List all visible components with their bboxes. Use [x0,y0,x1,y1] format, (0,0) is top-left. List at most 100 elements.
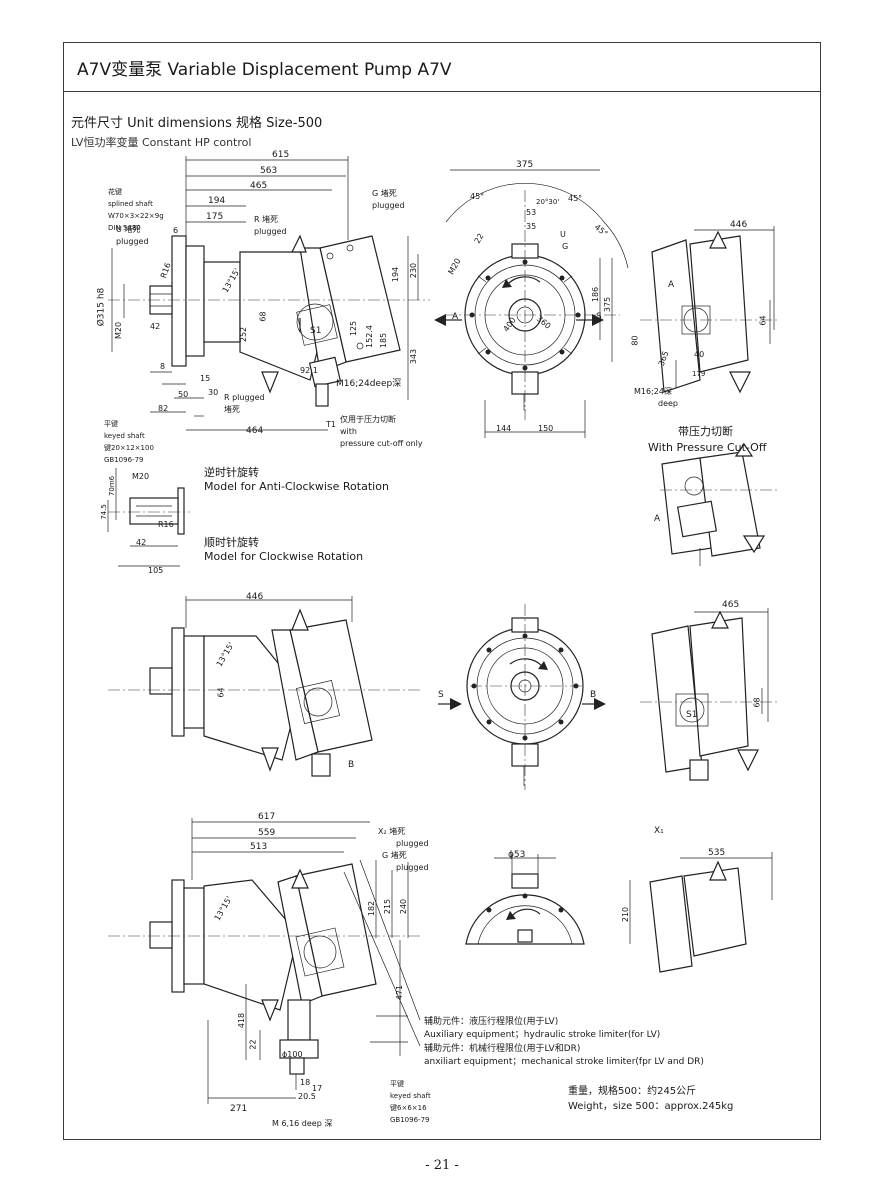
r2-right-s1: S1 [686,710,698,720]
dim-15: 15 [200,374,211,383]
header-bar: A7V变量泵 Variable Displacement Pump A7V [64,43,820,92]
r2-right-dim-68: 68 [752,697,762,708]
v3-a: A [668,280,675,290]
v2-s: S [596,312,602,322]
keyed-shaft-view [107,468,190,567]
page-title: A7V变量泵 Variable Displacement Pump A7V [77,60,452,80]
r2-right-dim-465: 465 [722,600,740,610]
row3-right-view [629,852,773,973]
page-frame: A7V变量泵 Variable Displacement Pump A7V [63,42,821,1140]
v2-dim-150: 150 [538,424,554,433]
r3-dim-617: 617 [258,812,276,822]
dim-8: 8 [160,362,166,371]
port-r-top-label: R 堵死 plugged [254,215,287,236]
dim-175: 175 [206,212,224,222]
t1-label: T1 [326,420,336,429]
v2-dim-186: 186 [591,286,601,303]
keyed-shaft-label: 平键 keyed shaft 键20×12×100 GB1096-79 [104,420,154,464]
m20-label: M20 [114,321,124,340]
port-g-label: G 堵死 plugged [372,189,405,210]
anti-clockwise-cn: 逆时针旋转 [204,466,259,479]
t1-note: 仅用于压力切断 with pressure cut-off only [340,415,423,448]
r2-mid-b: B [590,690,597,700]
port-r-bottom-label: R plugged 堵死 [224,393,265,414]
r3-dim-17: 17 [312,1084,323,1093]
dia-315-label: Ø315 h8 [96,287,107,327]
clockwise-en: Model for Clockwise Rotation [204,550,364,563]
keyed-dim-42: 42 [136,538,147,547]
dim-464: 464 [246,426,264,436]
dim-50: 50 [178,390,189,399]
row2-left-view [108,596,420,777]
dim-185: 185 [379,332,389,349]
v3-m16: M16;24深 deep [634,387,678,408]
r3-dim-phi100: ϕ100 [282,1050,303,1059]
aux2-en: anxiliart equipment；mechanical stroke li… [424,1057,704,1067]
v2-dim-375-b: 375 [603,296,613,313]
dim-30: 30 [208,388,219,397]
r3-dim-513: 513 [250,842,268,852]
v3-dim-40: 40 [694,350,705,359]
aux2-cn: 辅助元件：机械行程限位(用于LV和DR) [424,1044,581,1054]
aux2-leader [343,871,421,1047]
r3-dim-182: 182 [367,900,377,917]
v2-a: A [452,312,459,322]
dim-563: 563 [260,166,278,176]
dim-343: 343 [409,348,419,365]
row3-mid-view [465,854,585,945]
cutoff-title: 带压力切断 With Pressure Cut-Off [648,425,767,454]
r3-dim-18: 18 [300,1078,311,1087]
clockwise-cn: 顺时针旋转 [204,536,259,549]
dim-252: 252 [239,326,249,343]
v2-angle-20-30: 20°30' [536,198,560,206]
keyed-r16: R16 [158,520,174,529]
v2-dim-53: 53 [526,208,537,217]
r3-right-dim-535: 535 [708,848,726,858]
row2-mid-view [438,604,606,790]
dim-125: 125 [349,320,359,337]
r3-dim-559: 559 [258,828,276,838]
v2-dim-35: 35 [526,222,537,231]
r2-left-dim-64: 64 [216,687,226,698]
v3-dim-179: 179 [692,370,706,378]
dim-42: 42 [150,322,161,331]
dim-70m6: 70m6 [108,475,117,497]
page-number: - 21 - [425,1158,459,1173]
port-u-label: U 堵死 plugged [116,225,149,246]
r2-left-b: B [348,760,355,770]
aux1-leader [359,859,421,1021]
dim-230: 230 [409,262,419,279]
view3-pump-side-right [640,226,780,394]
section-heading: 元件尺寸 Unit dimensions 规格 Size-500 [71,116,323,131]
view2-pump-front [434,169,629,438]
dim-194: 194 [208,196,226,206]
dim-615: 615 [272,150,290,160]
aux1-cn: 辅助元件：液压行程限位(用于LV) [424,1017,559,1027]
section-subheading: LV恒功率变量 Constant HP control [71,136,252,149]
v2-port-g: G [562,242,569,251]
row2-right-view [640,608,780,781]
splined-shaft-label: 花键 splined shaft W70×3×22×9g DIN 5480 [108,188,164,232]
keyed-m20: M20 [132,472,150,481]
aux1-en: Auxiliary equipment；hydraulic stroke lim… [424,1030,661,1040]
r3-dim-20-5: 20.5 [298,1092,316,1101]
dim-74-5: 74.5 [99,504,108,520]
r3-dim-215: 215 [383,898,393,915]
r3-g-label: G 堵死 plugged [382,851,429,872]
r3-mid-phi53: ϕ53 [508,850,526,860]
view1-s1: S1 [310,326,322,336]
v2-angle-45-a: 45° [470,192,485,201]
dim-194-b: 194 [391,266,401,283]
r3-dim-471: 471 [395,984,405,1001]
r3-right-dim-210: 210 [621,906,631,923]
dim-82: 82 [158,404,169,413]
r2-mid-s: S [438,690,444,700]
weight-en: Weight，size 500：approx.245kg [568,1101,734,1112]
dim-465: 465 [250,181,268,191]
v3-dim-446: 446 [730,220,748,230]
v2-port-u: U [560,230,566,239]
r3-dim-418: 418 [237,1012,247,1029]
v3-dim-80: 80 [630,335,640,346]
dim-92-1: 92.1 [300,366,318,375]
r3-dim-271: 271 [230,1104,248,1114]
